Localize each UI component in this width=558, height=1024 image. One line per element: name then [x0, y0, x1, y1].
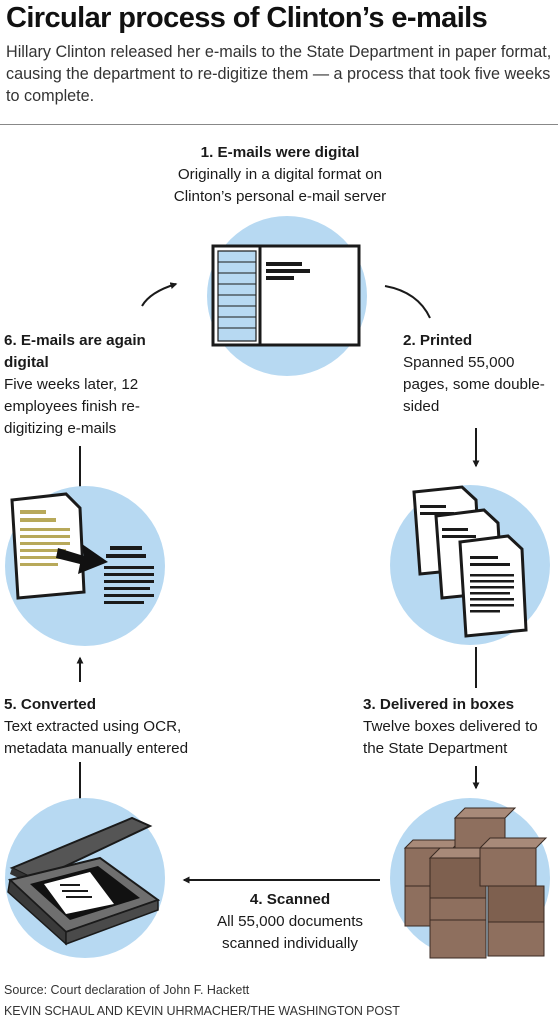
step-6-label: 6. E-mails are again digital Five weeks … [4, 330, 184, 440]
step-4-text: All 55,000 documents scanned individuall… [216, 913, 364, 952]
document-conversion-icon [5, 486, 165, 646]
step-5-text: Text extracted using OCR, metadata manua… [4, 718, 189, 757]
step-3-heading: 3. Delivered in boxes [363, 696, 515, 713]
connectors [76, 282, 480, 884]
page-title: Circular process of Clinton’s e-mails [6, 2, 488, 34]
arrow-step1-to-step2 [384, 285, 431, 319]
step-6-heading: 6. E-mails are again digital [4, 332, 146, 371]
step-1-heading: 1. E-mails were digital [200, 144, 360, 161]
step-1-text: Originally in a digital format on Clinto… [173, 166, 387, 205]
scanner-icon [5, 798, 165, 958]
step-4-heading: 4. Scanned [249, 891, 331, 908]
step-5-heading: 5. Converted [4, 696, 96, 713]
printed-pages-icon [390, 485, 550, 645]
step-6-text: Five weeks later, 12 employees finish re… [4, 376, 140, 437]
step-2-heading: 2. Printed [403, 332, 473, 349]
credit-line: KEVIN SCHAUL AND KEVIN UHRMACHER/THE WAS… [4, 1004, 400, 1018]
step-1-label: 1. E-mails were digital Originally in a … [160, 142, 400, 208]
step-3-label: 3. Delivered in boxes Twelve boxes deliv… [363, 694, 558, 760]
step-5-label: 5. Converted Text extracted using OCR, m… [4, 694, 229, 760]
step-2-label: 2. Printed Spanned 55,000 pages, some do… [403, 330, 553, 418]
arrow-step6-to-step1 [141, 282, 178, 307]
step-4-label: 4. Scanned All 55,000 documents scanned … [205, 889, 375, 955]
divider [0, 124, 558, 125]
stacked-boxes-icon [390, 798, 550, 959]
step-3-text: Twelve boxes delivered to the State Depa… [363, 718, 538, 757]
computer-screen-icon [207, 216, 367, 376]
source-note: Source: Court declaration of John F. Hac… [4, 983, 250, 997]
step-2-text: Spanned 55,000 pages, some double-sided [403, 354, 545, 415]
page-subtitle: Hillary Clinton released her e-mails to … [6, 43, 552, 105]
